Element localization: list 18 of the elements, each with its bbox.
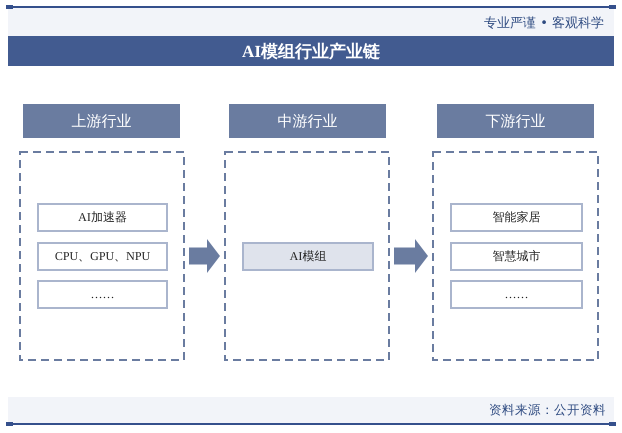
highlighted-item-box: AI模组 (242, 242, 374, 271)
item-box: AI加速器 (37, 203, 168, 232)
item-box: 智能家居 (450, 203, 583, 232)
source-note: 资料来源：公开资料 (489, 402, 606, 419)
block-arrow (394, 239, 428, 273)
item-box: CPU、GPU、NPU (37, 242, 168, 271)
item-box: …… (37, 280, 168, 309)
item-box: …… (450, 280, 583, 309)
stage-header: 上游行业 (23, 104, 180, 138)
dashed-group-frame (224, 151, 390, 361)
item-box: 智慧城市 (450, 242, 583, 271)
stage-header: 下游行业 (437, 104, 594, 138)
stage-header: 中游行业 (229, 104, 386, 138)
slogan-text: 专业严谨 • 客观科学 (484, 15, 604, 32)
block-arrow (189, 239, 220, 273)
title-banner: AI模组行业产业链 (8, 36, 614, 66)
dashed-group-frame (19, 151, 185, 361)
dashed-group-frame (432, 151, 599, 361)
